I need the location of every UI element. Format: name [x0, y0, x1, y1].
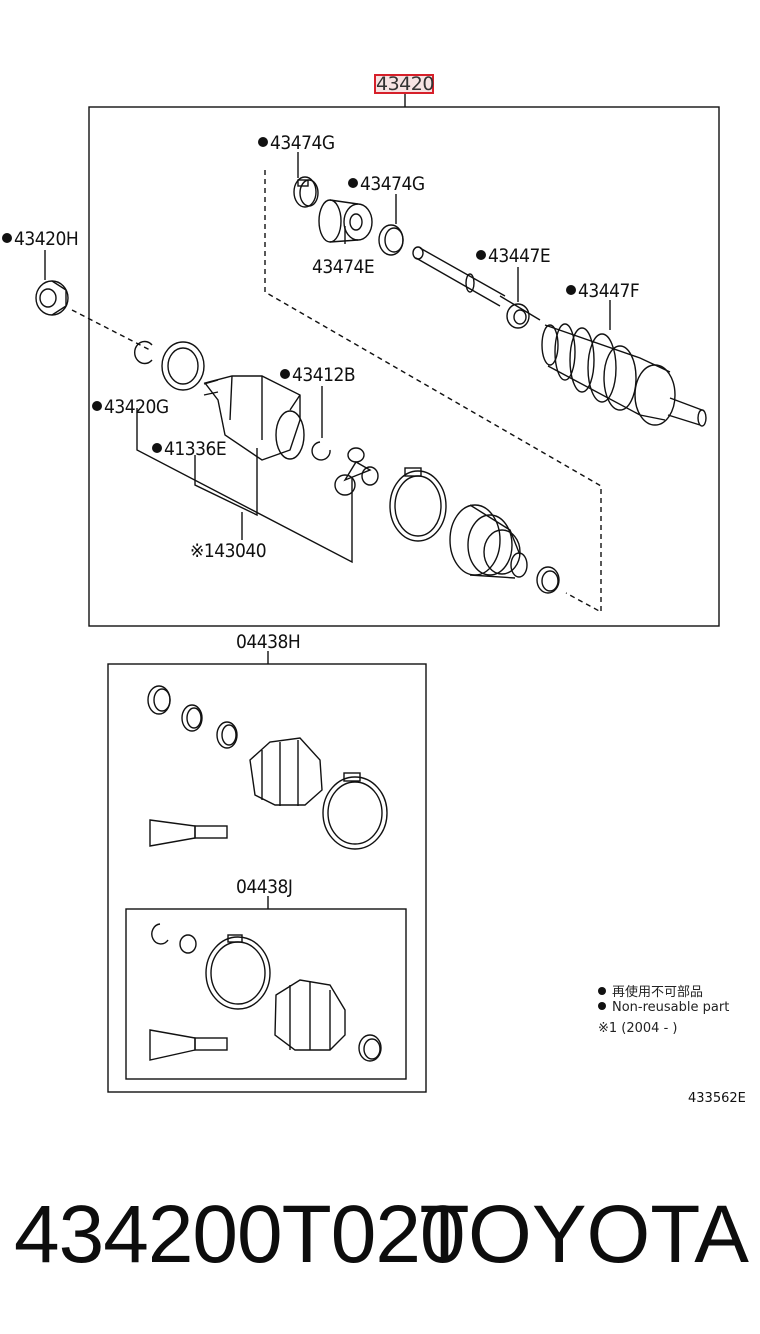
part-label-seal[interactable]: 41336E: [152, 440, 227, 459]
clamp-lower-drawing: [378, 224, 404, 256]
drive-shaft-drawing: [412, 246, 541, 321]
clamp-upper-drawing: [293, 176, 319, 208]
footer-part-number: 434200T020: [14, 1189, 466, 1280]
legend-date-note: ※1 (2004 - ): [598, 1021, 678, 1036]
non-reusable-marker: [566, 285, 576, 295]
kit-b-part-number[interactable]: 04438J: [236, 876, 293, 898]
part-label-clamp-lower[interactable]: 43474G: [348, 175, 425, 194]
non-reusable-marker: [152, 443, 162, 453]
assembly-frame: [88, 106, 720, 627]
non-reusable-marker: [280, 369, 290, 379]
kit-a-frame: [107, 663, 427, 1093]
part-label-snap-ring-outer[interactable]: 43447E: [476, 247, 551, 266]
kit-a-part-number[interactable]: 04438H: [236, 631, 301, 653]
drawing-code: 433562E: [688, 1091, 746, 1106]
non-reusable-marker: [258, 137, 268, 147]
part-label-snap-ring-small[interactable]: 43412B: [280, 366, 356, 385]
tripod-drawing: [334, 447, 379, 496]
part-label-hub-nut[interactable]: 43420H: [2, 230, 79, 249]
part-label-inboard-joint[interactable]: ※143040: [190, 540, 267, 562]
bullet-icon: [598, 987, 606, 995]
legend-japanese: 再使用不可部品: [598, 981, 703, 1000]
non-reusable-marker: [348, 178, 358, 188]
non-reusable-marker: [2, 233, 12, 243]
part-label-snap-ring[interactable]: 43420G: [92, 398, 169, 417]
outboard-joint-drawing: [541, 323, 707, 427]
snap-ring-drawing: [133, 340, 153, 365]
footer: 434200T020 TOYOTA: [14, 1190, 749, 1280]
legend-english: Non-reusable part: [598, 1000, 729, 1015]
seal-drawing: [161, 341, 205, 391]
hub-nut-drawing: [35, 280, 69, 316]
part-label-damper[interactable]: 43474E: [312, 256, 375, 278]
clamp-large-drawing: [389, 470, 447, 542]
kit-a-drawing: [147, 685, 388, 850]
non-reusable-marker: [476, 250, 486, 260]
damper-drawing: [318, 199, 373, 243]
inboard-boot-drawing: [449, 504, 528, 579]
leader-dashed-upper: [264, 170, 602, 614]
part-label-clamp-upper[interactable]: 43474G: [258, 134, 335, 153]
part-label-outboard-boot[interactable]: 43447F: [566, 282, 640, 301]
footer-brand: TOYOTA: [419, 1189, 749, 1280]
kit-b-frame: [125, 908, 407, 1080]
main-part-number[interactable]: 43420: [374, 73, 434, 95]
kit-b-drawing: [149, 923, 382, 1062]
inboard-housing-drawing: [203, 375, 305, 461]
bullet-icon: [598, 1002, 606, 1010]
non-reusable-marker: [92, 401, 102, 411]
